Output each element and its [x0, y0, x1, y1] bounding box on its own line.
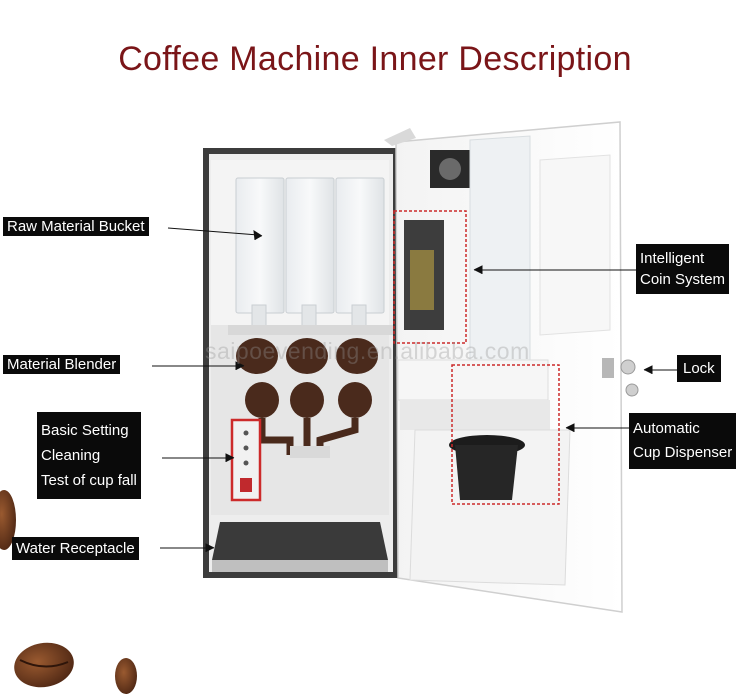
control-panel	[232, 420, 260, 500]
label-raw-material-bucket: Raw Material Bucket	[3, 217, 149, 236]
machine-door	[384, 122, 638, 612]
label-coin-system: Intelligent Coin System	[636, 244, 729, 294]
label-cup-dispenser-line-2: Cup Dispenser	[633, 441, 732, 465]
label-water-receptacle: Water Receptacle	[12, 537, 139, 560]
label-cup-dispenser: Automatic Cup Dispenser	[629, 413, 736, 469]
label-basic-setting-line-3: Test of cup fall	[41, 468, 137, 493]
material-buckets	[228, 178, 393, 335]
label-basic-setting-line-2: Cleaning	[41, 443, 137, 468]
label-basic-setting: Basic Setting Cleaning Test of cup fall	[37, 412, 141, 499]
coffee-beans	[0, 490, 137, 694]
label-cup-dispenser-line-1: Automatic	[633, 417, 732, 441]
label-basic-setting-line-1: Basic Setting	[41, 418, 137, 443]
water-receptacle-tray	[212, 522, 388, 572]
label-coin-system-line-1: Intelligent	[640, 248, 725, 269]
label-coin-system-line-2: Coin System	[640, 269, 725, 290]
watermark-text: saipoevending.en.alibaba.com	[205, 338, 530, 365]
label-lock: Lock	[677, 355, 721, 382]
label-material-blender: Material Blender	[3, 355, 120, 374]
